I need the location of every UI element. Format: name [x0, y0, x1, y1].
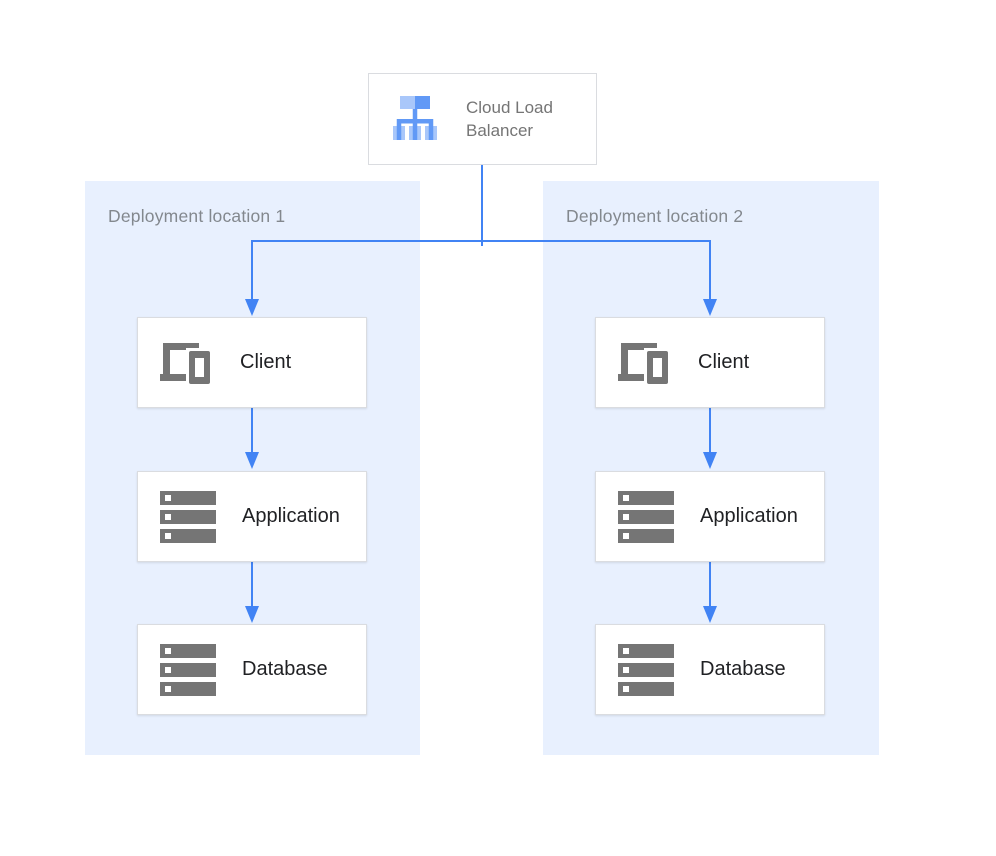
node-application-location-1: Application [137, 471, 367, 562]
arrow-client-to-application-1-head [245, 452, 259, 469]
cloud-load-balancer-icon [393, 96, 437, 140]
cloud-load-balancer-node: Cloud Load Balancer [368, 73, 597, 165]
arrow-branch-to-client-2-line [709, 242, 711, 300]
server-stack-icon [160, 643, 216, 696]
arrow-application-to-database-2-line [709, 562, 711, 607]
node-client-location-2: Client [595, 317, 825, 408]
node-application-location-2: Application [595, 471, 825, 562]
connector-branch-bar [251, 240, 711, 242]
devices-icon [160, 342, 213, 386]
node-label: Client [698, 351, 750, 373]
arrow-branch-to-client-1-head [245, 299, 259, 316]
server-stack-icon [618, 490, 674, 543]
connector-lb-stem [481, 165, 483, 246]
server-stack-icon [160, 490, 216, 543]
node-client-location-1: Client [137, 317, 367, 408]
arrow-client-to-application-1-line [251, 408, 253, 453]
node-database-location-2: Database [595, 624, 825, 715]
arrow-client-to-application-2-head [703, 452, 717, 469]
node-label: Database [700, 658, 786, 680]
arrow-branch-to-client-2-head [703, 299, 717, 316]
deployment-location-2-title: Deployment location 2 [566, 206, 744, 226]
arrow-branch-to-client-1-line [251, 242, 253, 300]
node-label: Application [700, 505, 798, 527]
node-database-location-1: Database [137, 624, 367, 715]
arrow-client-to-application-2-line [709, 408, 711, 453]
arrow-application-to-database-1-head [245, 606, 259, 623]
deployment-location-1-title: Deployment location 1 [108, 206, 286, 226]
server-stack-icon [618, 643, 674, 696]
arrow-application-to-database-1-line [251, 562, 253, 607]
cloud-load-balancer-label: Cloud Load Balancer [466, 98, 553, 140]
arrow-application-to-database-2-head [703, 606, 717, 623]
node-label: Client [240, 351, 292, 373]
devices-icon [618, 342, 671, 386]
node-label: Database [242, 658, 328, 680]
node-label: Application [242, 505, 340, 527]
